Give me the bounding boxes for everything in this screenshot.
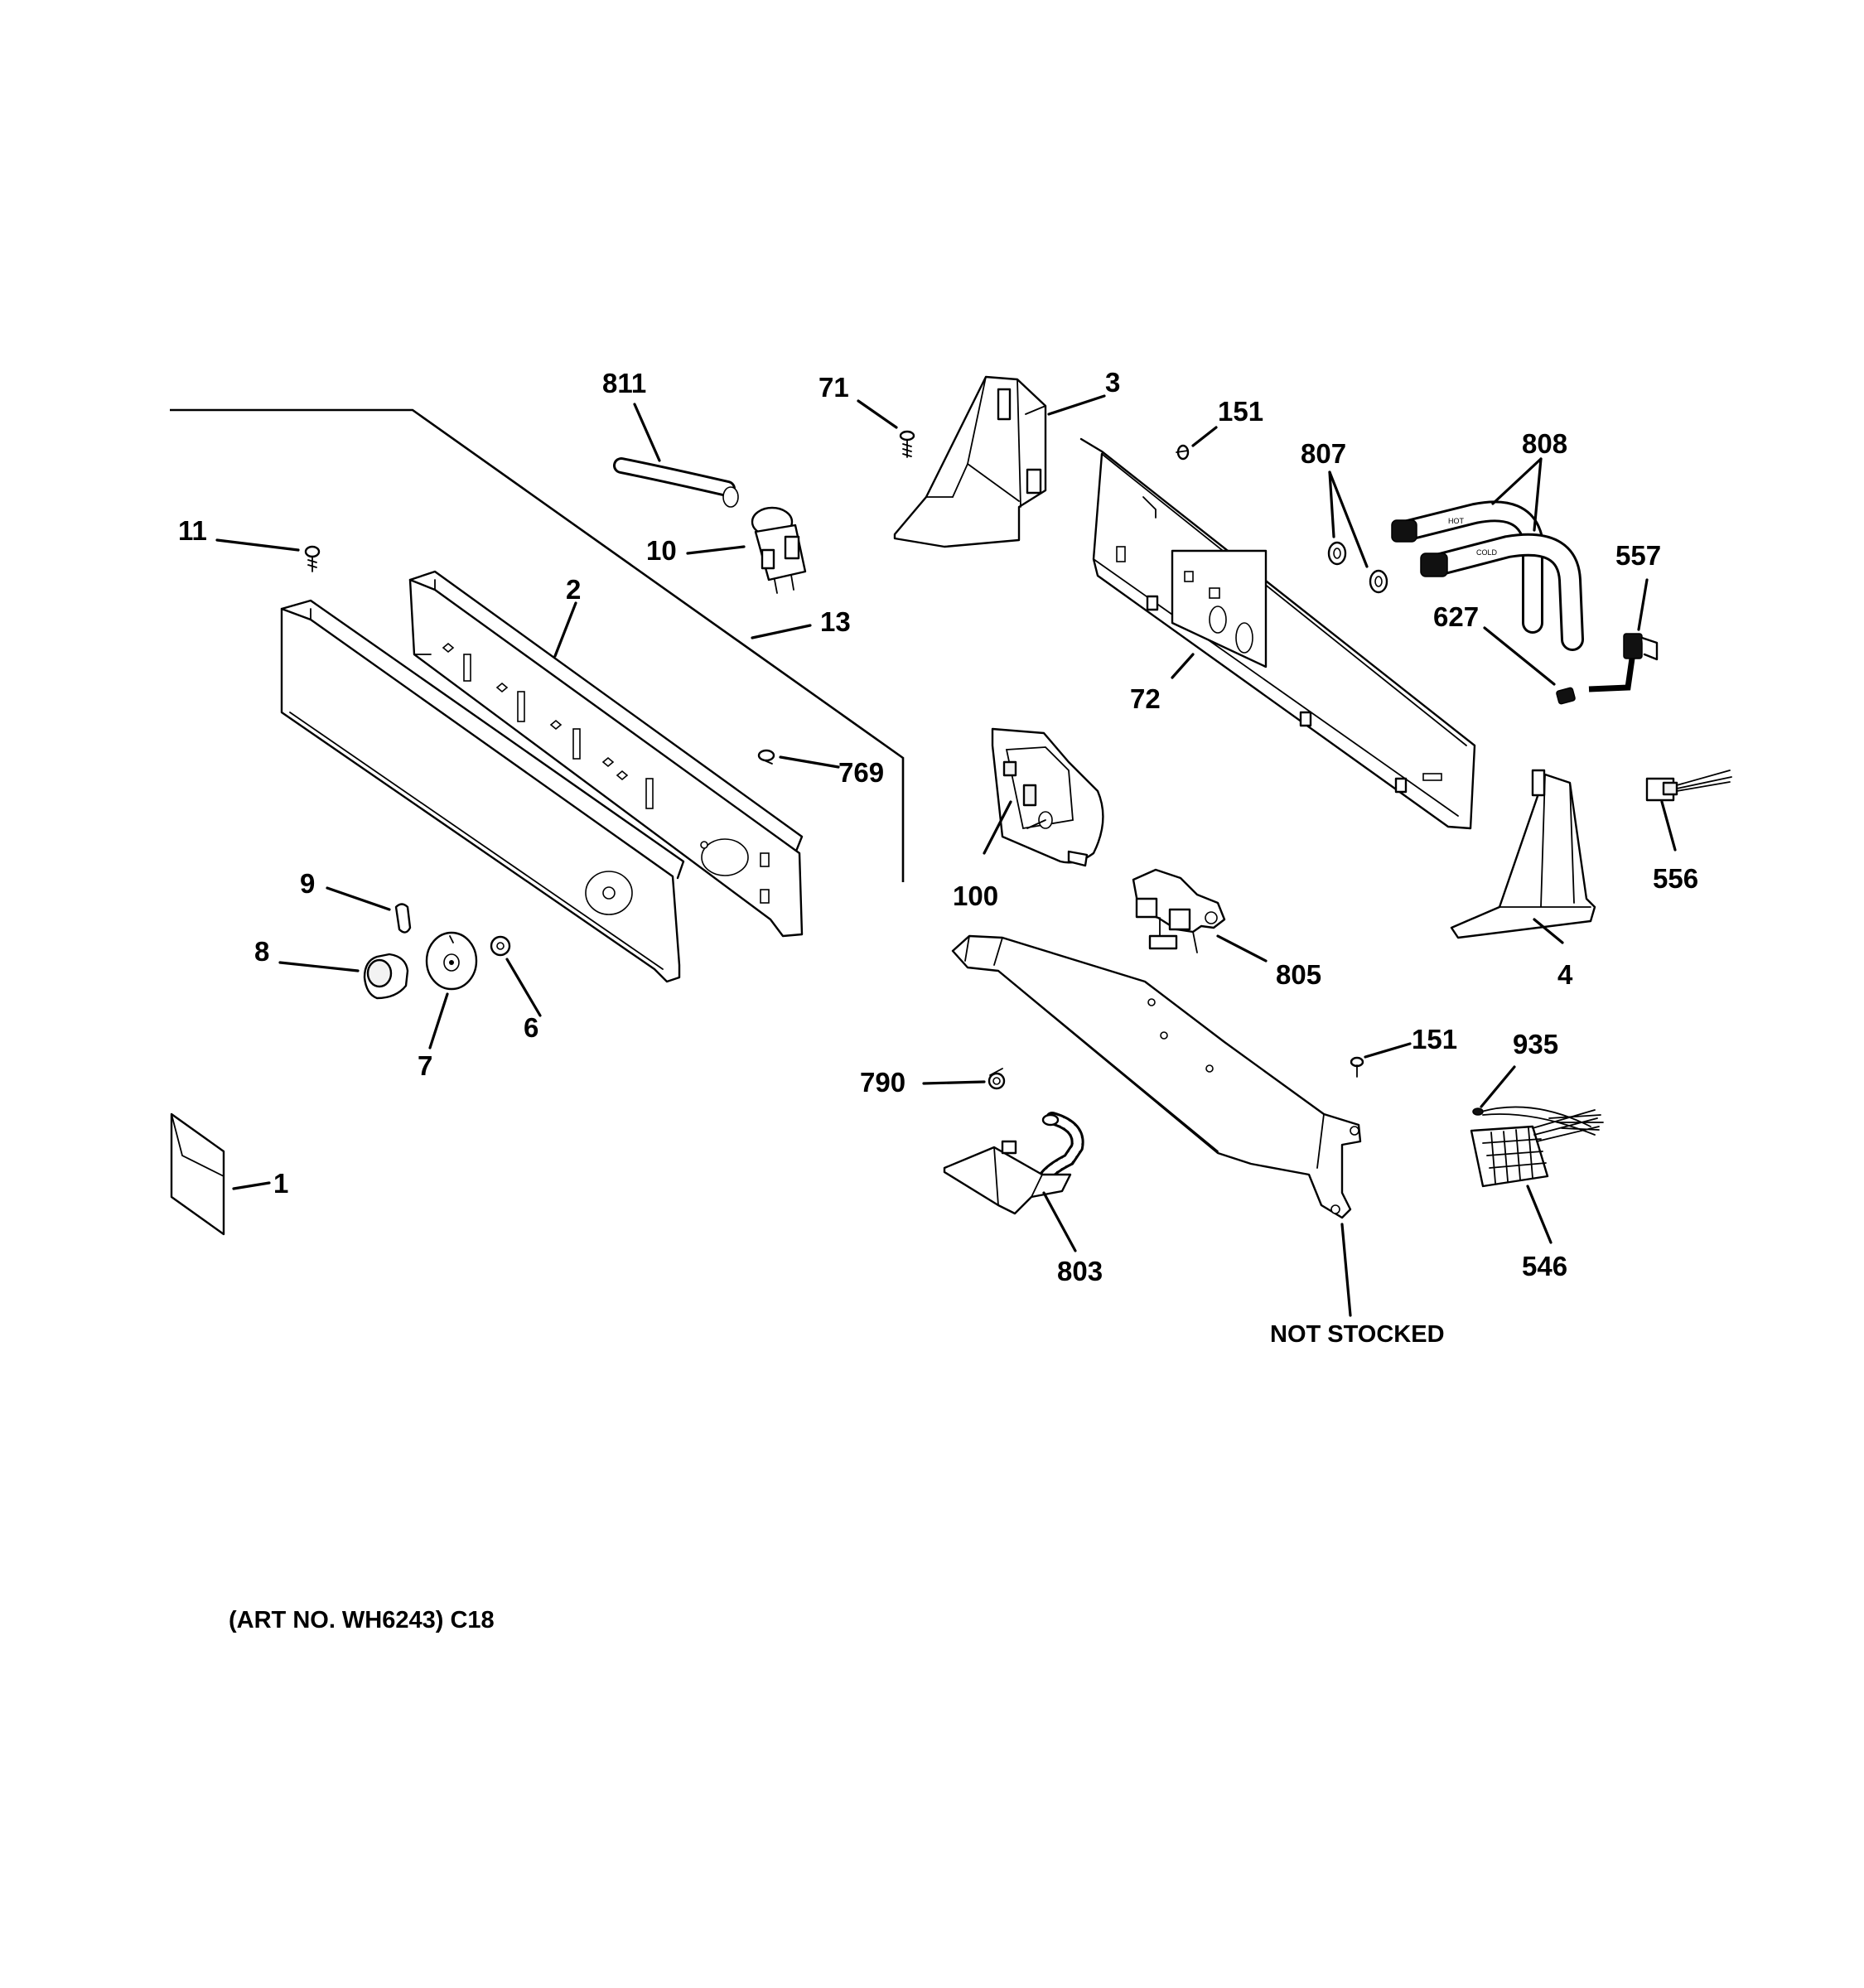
callout-1: 1 — [273, 1168, 288, 1199]
part-805-water-valve — [1132, 868, 1226, 953]
part-9-clip — [394, 903, 412, 934]
callout-151-top: 151 — [1218, 396, 1263, 427]
callout-4: 4 — [1557, 959, 1573, 990]
part-4-end-cap — [1450, 769, 1596, 939]
part-2-panel-bracket — [408, 570, 804, 938]
part-not-stocked-bracket — [951, 934, 1362, 1219]
part-546-terminal-block — [1470, 1109, 1600, 1188]
callout-13: 13 — [820, 606, 851, 637]
callout-7: 7 — [418, 1050, 432, 1081]
part-557-cord — [1588, 633, 1659, 692]
leader-lines — [215, 394, 1677, 1317]
part-811-hose — [613, 457, 739, 508]
part-71-screw — [899, 430, 915, 458]
part-769-screw — [757, 749, 775, 765]
part-151-screw-top — [1176, 444, 1190, 461]
part-100-timer — [991, 727, 1104, 867]
callout-935: 935 — [1513, 1029, 1558, 1059]
callout-11: 11 — [178, 515, 207, 546]
assembly-bracket-line — [170, 408, 905, 882]
part-151-screw-bottom — [1350, 1056, 1364, 1078]
callout-71: 71 — [819, 372, 849, 403]
callout-6: 6 — [524, 1012, 538, 1043]
part-807-washers — [1327, 541, 1388, 594]
callout-556: 556 — [1653, 863, 1698, 894]
art-number: (ART NO. WH6243) C18 — [229, 1607, 495, 1633]
part-1-literature — [170, 1112, 225, 1236]
callout-769: 769 — [838, 757, 884, 788]
part-8-knob — [363, 953, 409, 1000]
callout-3: 3 — [1105, 367, 1120, 398]
part-808-inlet-hoses: HOT COLD — [1391, 500, 1584, 651]
part-11-screw — [304, 545, 321, 572]
part-6-nut — [490, 935, 511, 957]
callout-811: 811 — [602, 368, 646, 398]
part-790-clamp — [988, 1068, 1006, 1090]
callout-2: 2 — [566, 574, 581, 605]
hose-label-cold: COLD — [1476, 548, 1498, 557]
part-803-hose-bracket — [943, 1112, 1084, 1215]
note-not-stocked: NOT STOCKED — [1270, 1321, 1445, 1348]
part-13-front-panel — [280, 599, 685, 983]
callout-805: 805 — [1276, 959, 1321, 990]
part-556-connector — [1645, 770, 1732, 802]
part-627-clip — [1556, 687, 1576, 705]
callout-546: 546 — [1522, 1251, 1567, 1281]
callout-627: 627 — [1433, 601, 1479, 632]
callout-808: 808 — [1522, 428, 1567, 459]
callout-803: 803 — [1057, 1256, 1103, 1286]
part-7-dial — [425, 931, 478, 991]
callout-9: 9 — [300, 868, 315, 899]
callout-151-bottom: 151 — [1412, 1024, 1457, 1054]
callout-790: 790 — [860, 1067, 905, 1098]
part-10-pressure-switch — [751, 506, 807, 594]
part-72-backsplash — [1079, 437, 1476, 830]
callout-10: 10 — [646, 535, 677, 566]
callout-100: 100 — [953, 881, 998, 911]
callout-807: 807 — [1301, 438, 1346, 469]
part-3-end-cap — [893, 375, 1047, 548]
callout-557: 557 — [1615, 540, 1661, 571]
hose-label-hot: HOT — [1448, 517, 1465, 525]
part-935-wire-harness — [1472, 1106, 1604, 1136]
callout-72: 72 — [1130, 683, 1161, 714]
callout-8: 8 — [254, 936, 269, 967]
